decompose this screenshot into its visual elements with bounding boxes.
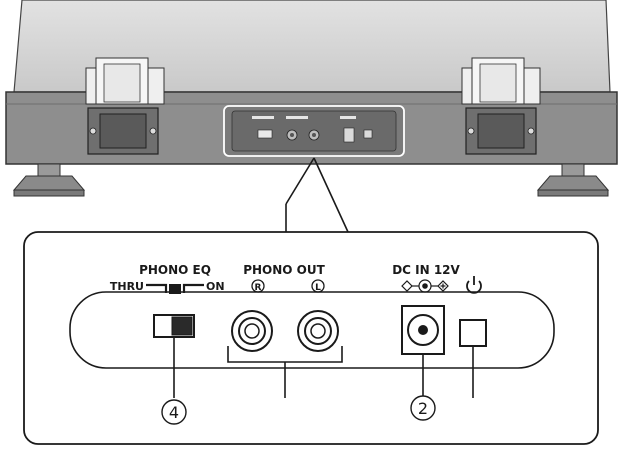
dc-in-group: DC IN 12V	[392, 263, 461, 396]
power-group	[459, 276, 487, 398]
phono-eq-on-label: ON	[206, 280, 225, 293]
callout-2-number: 2	[418, 399, 428, 418]
phono-eq-thru-label: THRU	[110, 280, 144, 293]
turntable-rear-view	[5, 0, 618, 197]
callout-4-number: 4	[169, 403, 179, 422]
callout-2: 2	[410, 395, 436, 421]
callout-4: 4	[161, 337, 187, 425]
phono-eq-title: PHONO EQ	[139, 263, 211, 277]
phono-eq-group: PHONO EQ THRU ON	[110, 263, 225, 338]
foot-left	[12, 163, 86, 197]
right-channel-icon: R	[251, 279, 265, 293]
rca-jack-left[interactable]	[297, 310, 339, 352]
rca-jack-right[interactable]	[231, 310, 273, 352]
power-button[interactable]	[459, 319, 487, 347]
dc-in-jack[interactable]	[401, 305, 445, 355]
power-icon	[466, 276, 482, 294]
phono-eq-switch-knob	[171, 316, 193, 336]
left-channel-label: L	[315, 283, 321, 293]
phono-out-group: PHONO OUT R L	[227, 263, 343, 398]
hinge-left	[85, 57, 165, 155]
enlarged-panel-view: PHONO EQ THRU ON PHONO OUT R L	[23, 231, 599, 445]
dc-polarity-icon	[401, 279, 449, 293]
left-channel-icon: L	[311, 279, 325, 293]
right-channel-label: R	[255, 283, 262, 293]
phono-out-title: PHONO OUT	[243, 263, 325, 277]
phono-out-bracket	[227, 346, 343, 398]
small-connector-panel	[223, 105, 405, 157]
dc-in-title: DC IN 12V	[392, 263, 460, 277]
switch-position-icon	[146, 283, 204, 294]
hinge-right	[461, 57, 541, 155]
zoom-lines	[285, 157, 349, 233]
foot-right	[536, 163, 610, 197]
